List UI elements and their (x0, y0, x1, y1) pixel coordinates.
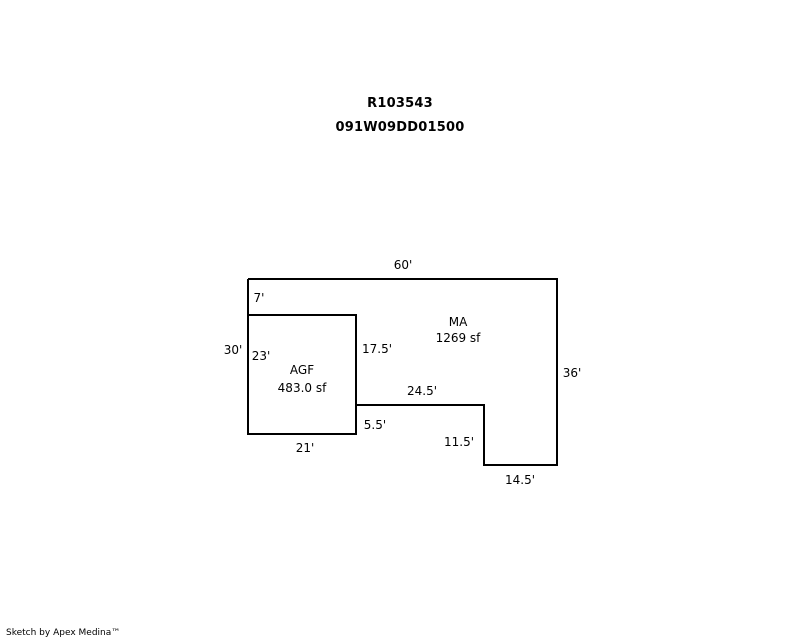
agf-outline (247, 314, 357, 435)
dim-agf-top-gap-label: 7' (254, 291, 265, 305)
dim-right-label: 36' (563, 366, 582, 380)
agf-code-label: AGF (290, 363, 314, 377)
map-number: 091W09DD01500 (335, 120, 465, 135)
ma-code-label: MA (449, 315, 468, 329)
dim-top-label: 60' (394, 258, 413, 272)
dim-left-label: 30' (224, 343, 243, 357)
dim-agf-left-label: 23' (252, 349, 271, 363)
ma-area-label: 1269 sf (436, 331, 482, 345)
agf-area-label: 483.0 sf (278, 381, 327, 395)
dim-agf-right-label: 17.5' (362, 342, 392, 356)
dim-agf-bottom-label: 21' (296, 441, 315, 455)
dim-notch-horizontal-label: 24.5' (407, 384, 437, 398)
parcel-id: R103543 (367, 96, 433, 111)
sketch-credit: Sketch by Apex Medina™ (6, 628, 121, 638)
dim-notch-vertical-label: 11.5' (444, 435, 474, 449)
dim-bottom-right-label: 14.5' (505, 473, 535, 487)
dim-notch-offset-label: 5.5' (364, 418, 386, 432)
